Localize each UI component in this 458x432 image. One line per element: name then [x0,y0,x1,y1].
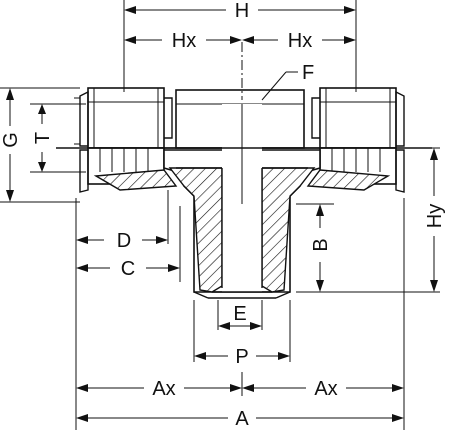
label-a: A [235,408,249,430]
leader-f: F [261,62,314,101]
label-b: B [310,238,332,251]
left-nut [87,87,173,149]
dim-h: H [124,0,356,22]
label-g: G [0,132,22,148]
dim-d: D [76,190,169,252]
fitting-body [56,42,432,299]
dim-c: C [76,258,180,280]
dim-a: A [76,408,404,430]
dim-e: E [218,303,262,330]
label-h: H [235,0,249,22]
dim-ax: Ax Ax [76,372,404,400]
label-hx-left: Hx [172,30,196,52]
dim-p: P [194,346,290,368]
right-nut [311,87,397,149]
label-p: P [235,346,248,368]
label-e: E [233,303,246,325]
label-ax-right: Ax [314,378,337,400]
extension-lines [0,0,440,430]
dim-g: G [0,88,22,202]
dim-t: T [32,104,54,172]
label-t: T [32,132,54,144]
left-tube-stub [74,90,89,147]
label-f: F [302,62,314,84]
label-c: C [121,258,135,280]
label-hx-right: Hx [288,30,312,52]
dim-hy: Hy [424,148,446,292]
label-hy: Hy [424,204,446,228]
dim-hx: Hx Hx [124,30,356,52]
right-tube-stub [395,90,405,147]
label-d: D [117,230,131,252]
dim-b: B [310,204,332,292]
label-ax-left: Ax [152,378,175,400]
